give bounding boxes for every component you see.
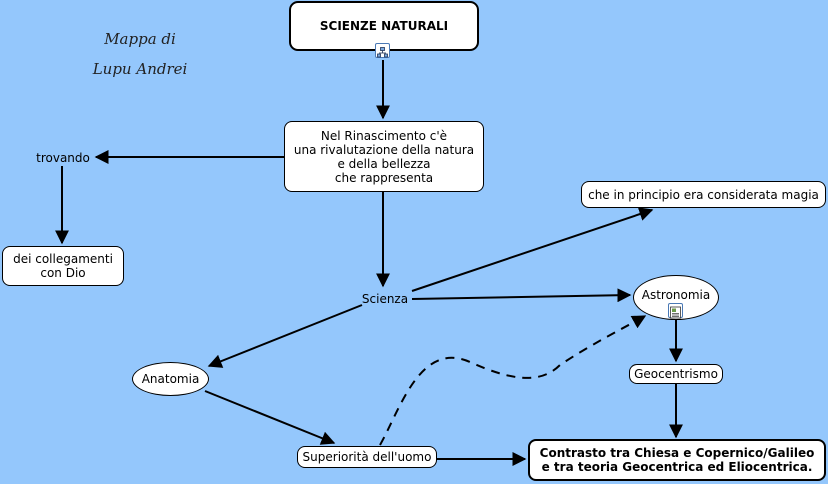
edge-scienza-magia — [411, 207, 654, 292]
node-magia-label: che in principio era considerata magia — [588, 187, 819, 202]
node-contrasto-label: Contrasto tra Chiesa e Copernico/Galileo… — [539, 446, 815, 474]
node-rinascimento[interactable]: Nel Rinascimento c'è una rivalutazione d… — [284, 121, 484, 192]
node-trovando[interactable]: trovando — [30, 151, 96, 165]
node-contrasto[interactable]: Contrasto tra Chiesa e Copernico/Galileo… — [528, 439, 826, 481]
edge-scienza-anatomia — [207, 304, 363, 368]
node-geocentrismo[interactable]: Geocentrismo — [629, 364, 723, 384]
node-scienze-naturali-label: SCIENZE NATURALI — [319, 19, 449, 33]
node-rinascimento-label: Nel Rinascimento c'è una rivalutazione d… — [293, 128, 475, 185]
author-signature: Mappa di Lupu Andrei — [80, 24, 200, 84]
edge-anatomia-superiorita — [204, 390, 336, 445]
node-anatomia-label: Anatomia — [141, 372, 200, 386]
sub-map-icon[interactable] — [375, 43, 390, 58]
node-collegamenti-label: dei collegamenti con Dio — [13, 252, 113, 280]
node-scienza[interactable]: Scienza — [358, 292, 412, 306]
node-trovando-label: trovando — [36, 151, 90, 165]
node-astronomia-label: Astronomia — [641, 288, 711, 302]
node-scienze-naturali[interactable]: SCIENZE NATURALI — [289, 1, 479, 51]
signature-line-2: Lupu Andrei — [92, 60, 188, 78]
node-collegamenti[interactable]: dei collegamenti con Dio — [2, 246, 124, 286]
node-geocentrismo-label: Geocentrismo — [634, 367, 718, 381]
node-magia[interactable]: che in principio era considerata magia — [581, 181, 826, 208]
node-superiorita[interactable]: Superiorità dell'uomo — [297, 446, 437, 468]
signature-line-1: Mappa di — [104, 30, 176, 48]
edge-scienza-astronomia — [411, 288, 632, 303]
node-anatomia[interactable]: Anatomia — [132, 362, 209, 396]
document-image-icon[interactable] — [668, 303, 683, 319]
edge-superiorita-astronomia-dashed — [379, 315, 647, 446]
node-superiorita-label: Superiorità dell'uomo — [302, 450, 432, 464]
node-scienza-label: Scienza — [361, 292, 409, 306]
